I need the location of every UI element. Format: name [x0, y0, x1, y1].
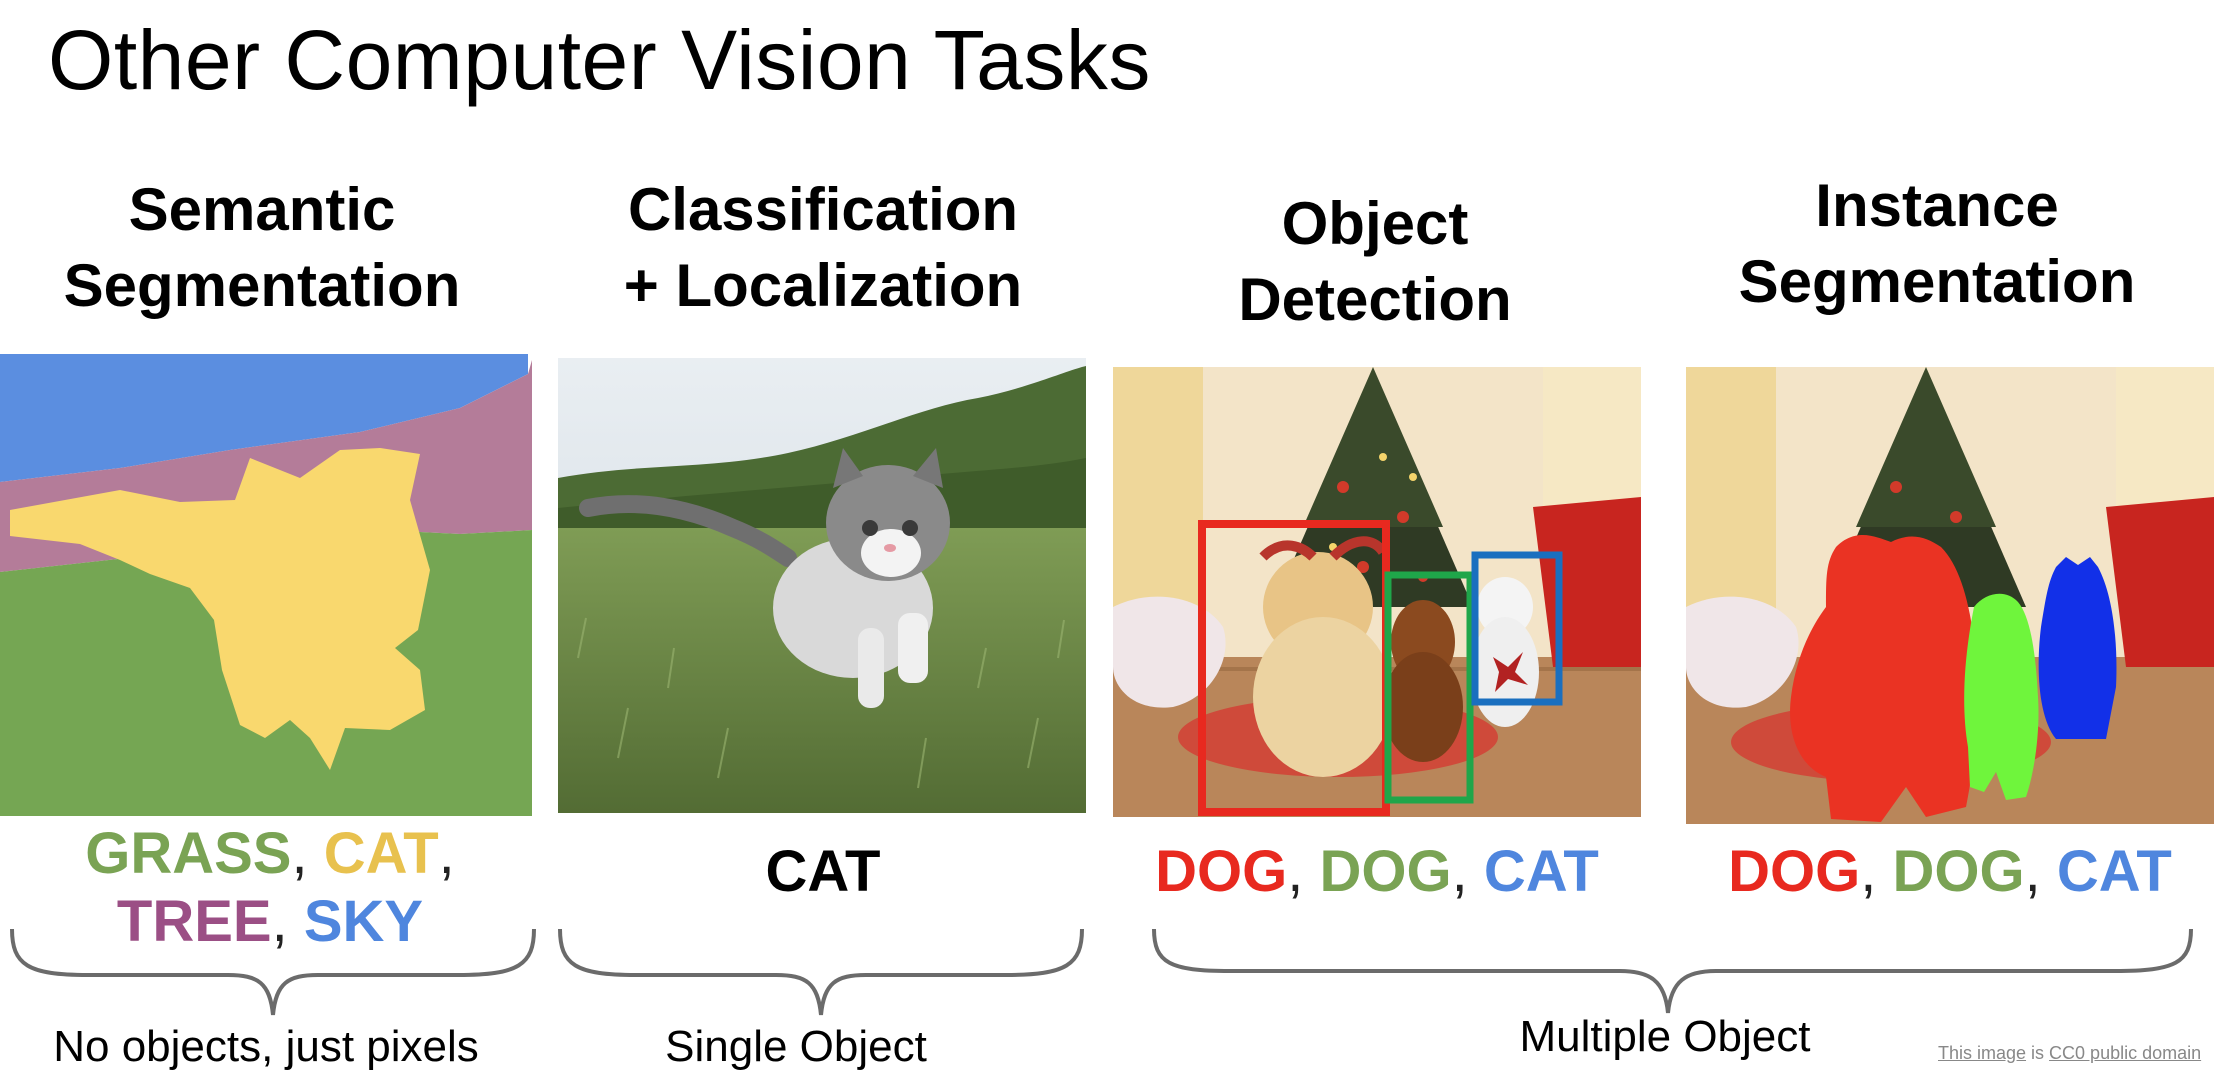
brace-classification — [558, 928, 1084, 1016]
brace-multiple-object — [1152, 928, 2193, 1014]
label-grass: GRASS — [85, 821, 292, 886]
brace-semantic — [10, 928, 536, 1016]
heading-classification-localization: Classification + Localization — [583, 172, 1063, 324]
heading-semantic-segmentation: Semantic Segmentation — [22, 172, 502, 324]
heading-line: Detection — [1238, 266, 1512, 333]
label-comma: , — [1451, 839, 1468, 904]
credit-link-license[interactable]: CC0 public domain — [2049, 1043, 2202, 1063]
label-dog-red: DOG — [1155, 839, 1288, 904]
semantic-segmentation-image — [0, 350, 535, 816]
heading-line: Classification — [627, 176, 1019, 243]
heading-line: Segmentation — [63, 252, 461, 319]
caption-no-objects: No objects, just pixels — [53, 1022, 479, 1071]
bbox-dog-red — [1198, 520, 1390, 816]
detection-labels: DOG, DOG, CAT — [1113, 838, 1641, 906]
instance-segmentation-image — [1686, 367, 2214, 824]
heading-line: + Localization — [623, 252, 1023, 319]
semantic-labels: GRASS, CAT, TREE, SKY — [60, 820, 480, 956]
label-dog-green: DOG — [1892, 839, 2025, 904]
label-comma: , — [438, 821, 455, 886]
instance-mask-cat-blue — [2038, 557, 2117, 739]
heading-object-detection: Object Detection — [1135, 186, 1615, 338]
label-dog-green: DOG — [1319, 839, 1452, 904]
classification-image — [558, 358, 1086, 813]
slide-title: Other Computer Vision Tasks — [48, 13, 1151, 107]
caption-multiple-object: Multiple Object — [1519, 1012, 1811, 1061]
heading-line: Segmentation — [1738, 248, 2136, 315]
heading-line: Instance — [1815, 172, 2059, 239]
sky-region — [0, 354, 528, 482]
credit-link-image[interactable]: This image — [1938, 1043, 2027, 1063]
label-tree: TREE — [116, 889, 272, 954]
caption-single-object: Single Object — [665, 1022, 927, 1071]
bbox-dog-green — [1384, 571, 1474, 804]
image-credit: This image is CC0 public domain — [1938, 1043, 2201, 1064]
label-comma: , — [1860, 839, 1877, 904]
label-comma: , — [291, 821, 308, 886]
cat-region — [10, 448, 430, 770]
semantic-labels-line2: TREE, SKY — [60, 888, 480, 956]
heading-instance-segmentation: Instance Segmentation — [1697, 168, 2177, 320]
instance-mask-dog-green — [1964, 593, 2039, 800]
classification-label: CAT — [765, 839, 881, 904]
label-sky: SKY — [303, 889, 424, 954]
detection-boxes — [1198, 520, 1563, 816]
bbox-cat-blue — [1471, 551, 1563, 706]
label-comma: , — [1287, 839, 1304, 904]
label-cat-blue: CAT — [2056, 839, 2172, 904]
label-cat-blue: CAT — [1483, 839, 1599, 904]
credit-text: is — [2026, 1043, 2050, 1063]
semantic-labels-line1: GRASS, CAT, — [60, 820, 480, 888]
label-cat: CAT — [323, 821, 439, 886]
heading-line: Object — [1281, 190, 1469, 257]
label-dog-red: DOG — [1728, 839, 1861, 904]
label-comma: , — [271, 889, 288, 954]
instance-mask-dog-red — [1790, 535, 1978, 822]
instance-labels: DOG, DOG, CAT — [1686, 838, 2214, 906]
label-comma: , — [2024, 839, 2041, 904]
heading-line: Semantic — [128, 176, 396, 243]
